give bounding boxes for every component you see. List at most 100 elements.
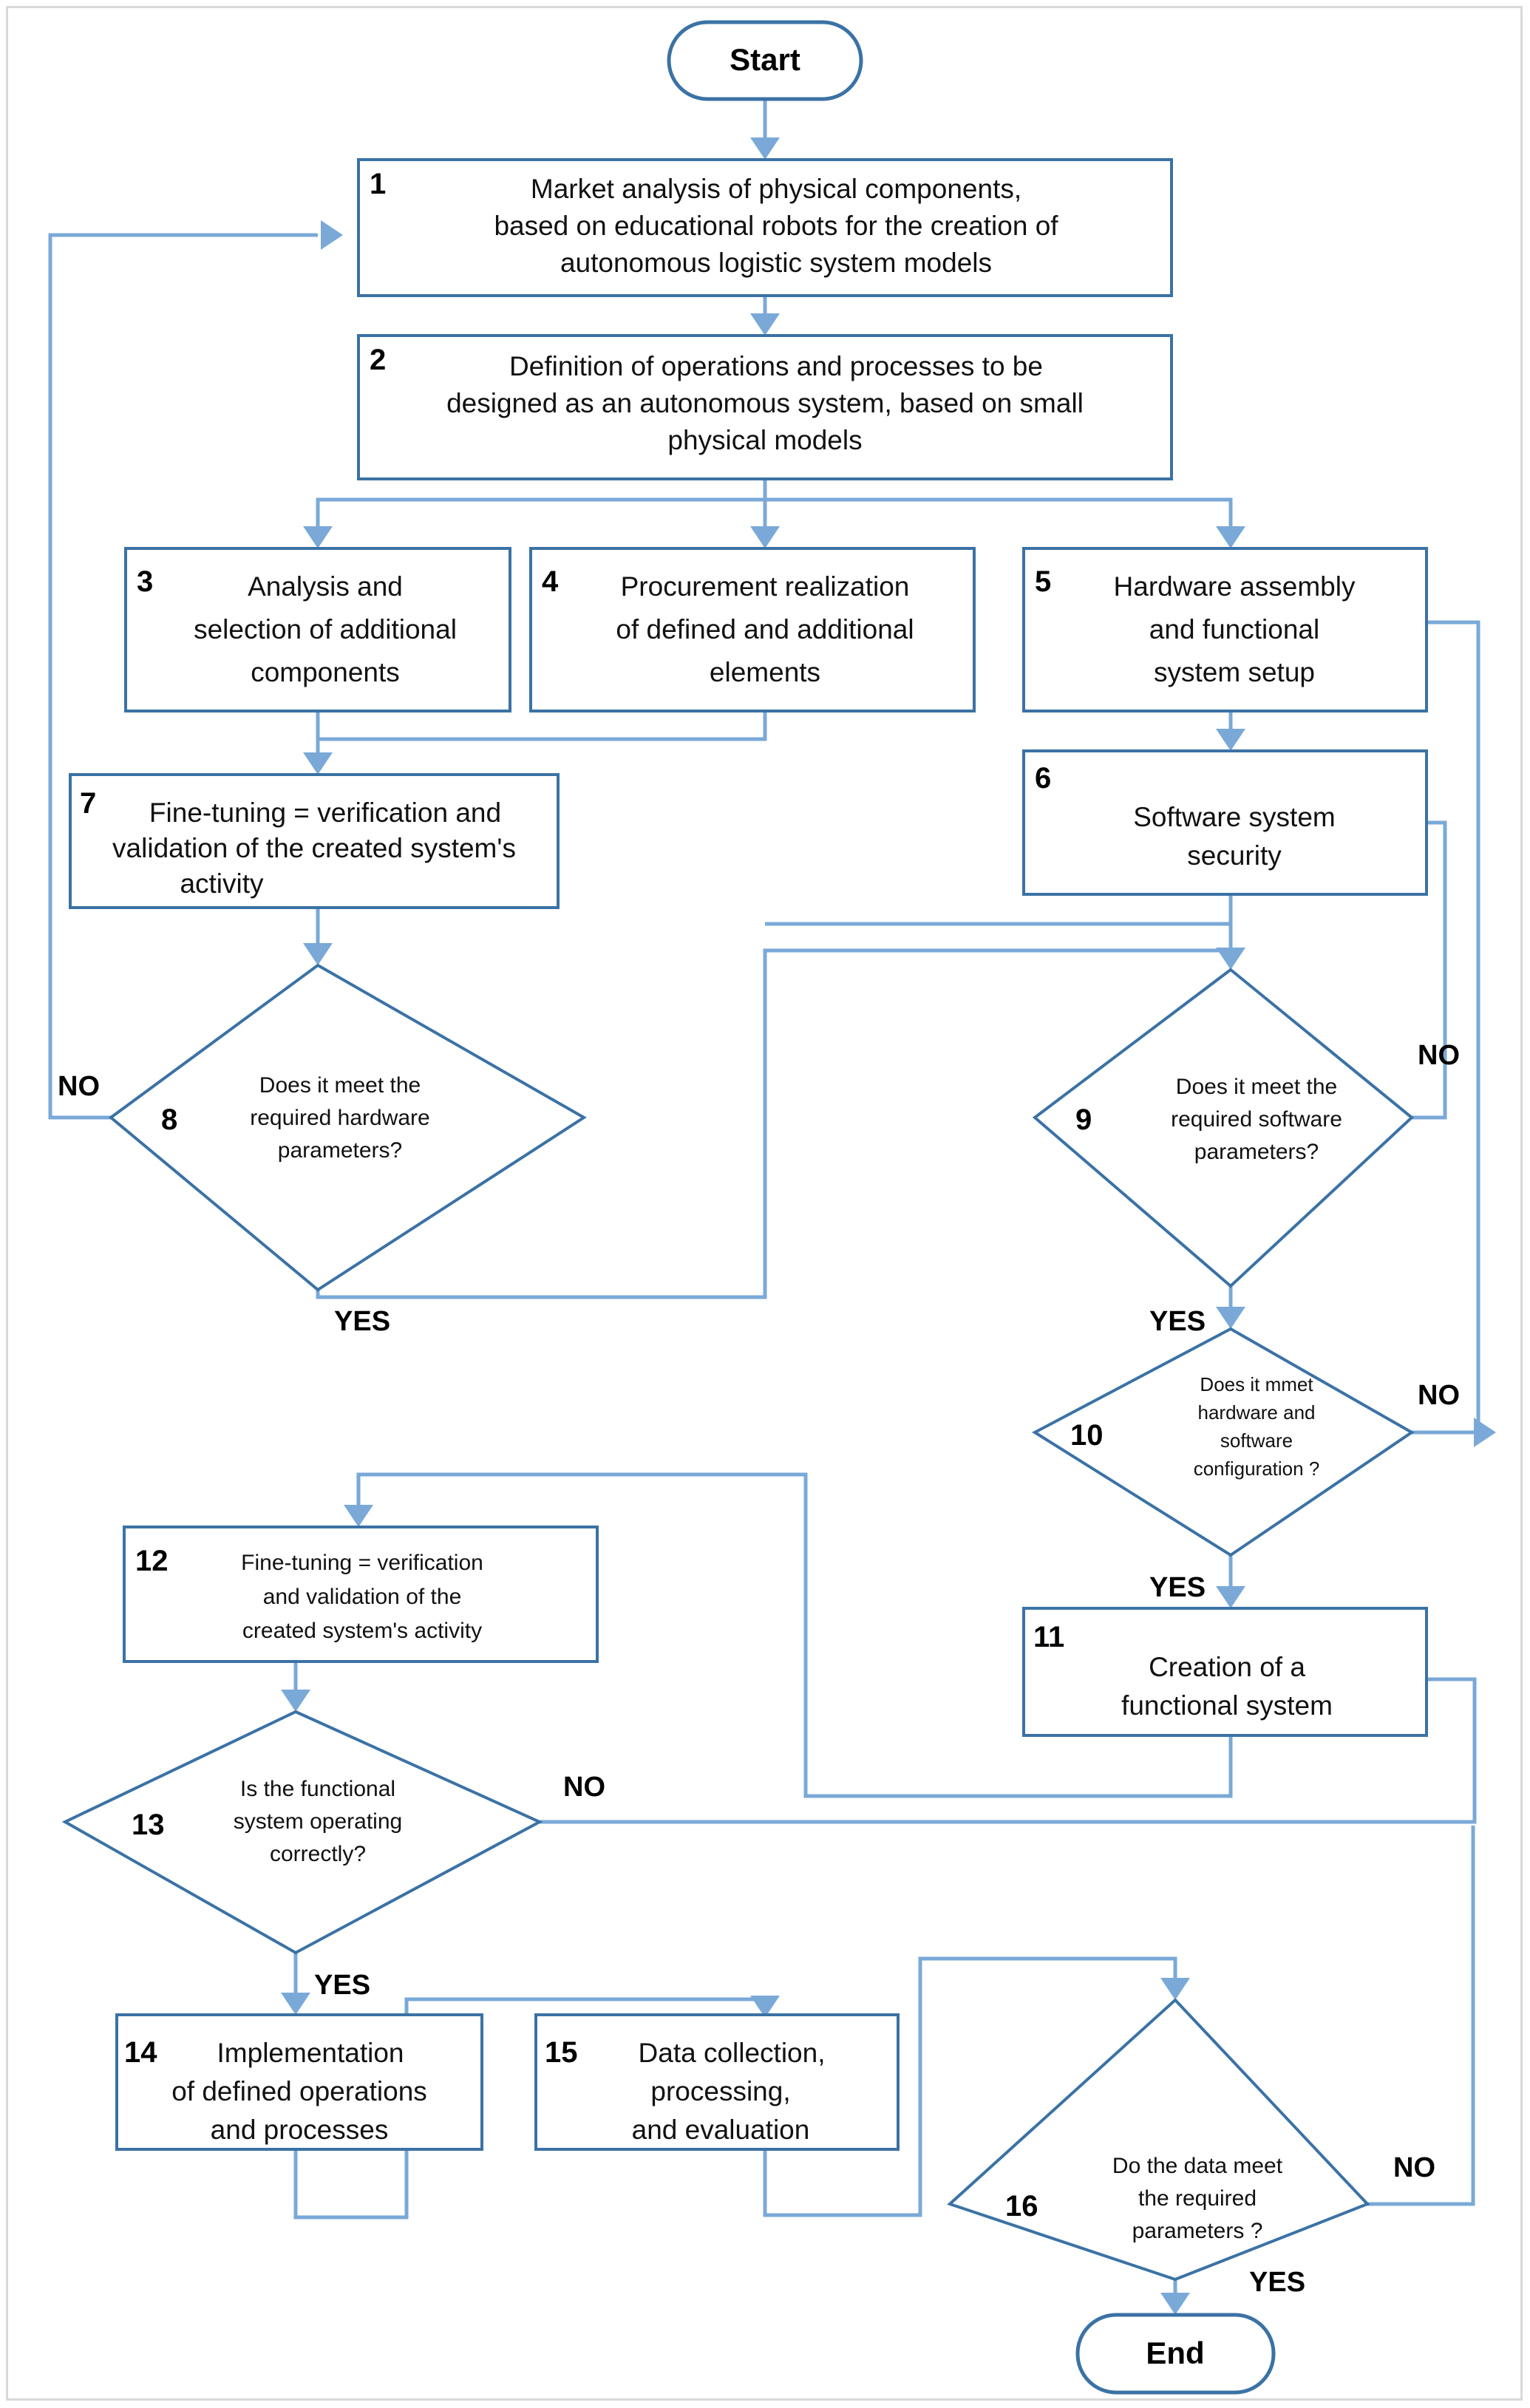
node-9-number: 9 — [1075, 1103, 1092, 1136]
node-16-no-label: NO — [1393, 2152, 1435, 2183]
edge-8-yes-to-9 — [316, 948, 1231, 1299]
node-1-line-3: autonomous logistic system models — [560, 248, 992, 278]
node-8-line-1: Does it meet the — [259, 1073, 421, 1098]
node-9-line-1: Does it meet the — [1176, 1075, 1337, 1099]
node-16-yes-label: YES — [1249, 2267, 1305, 2298]
node-12-number: 12 — [135, 1545, 169, 1577]
node-11[interactable]: 11 Creation of a functional system — [1022, 1607, 1428, 1737]
node-10-yes-label: YES — [1149, 1572, 1206, 1603]
edge-16-no — [1367, 1826, 1475, 2206]
edge-riser-to-5 — [1426, 620, 1480, 1432]
node-11-line-1: Creation of a — [1149, 1652, 1305, 1682]
arrowhead-7-to-8 — [303, 943, 333, 965]
node-15-line-3: and evaluation — [632, 2115, 810, 2145]
arrowhead-2-to-4 — [750, 526, 780, 548]
arrowhead-8-no-to-1 — [321, 220, 343, 250]
node-13-shape[interactable] — [61, 1710, 543, 1955]
node-4-line-1: Procurement realization — [621, 571, 910, 602]
node-8-line-2: required hardware — [250, 1106, 429, 1130]
node-9-yes-label: YES — [1149, 1306, 1206, 1337]
edge-9-no-to-6 — [1412, 820, 1447, 1120]
node-2-line-1: Definition of operations and processes t… — [509, 351, 1043, 381]
node-7[interactable]: 7 Fine-tuning = verification and validat… — [69, 773, 560, 909]
node-12-shape[interactable] — [123, 1526, 599, 1663]
node-3[interactable]: 3 Analysis and selection of additional c… — [124, 547, 511, 712]
end-terminal-shape[interactable] — [1075, 2313, 1276, 2395]
edge-6-to-9-bus — [765, 894, 1233, 926]
node-14[interactable]: 14 Implementation of defined operations … — [115, 2013, 483, 2151]
arrowhead-9-yes-to-10 — [1216, 1307, 1245, 1329]
arrowhead-10-yes-to-11 — [1216, 1586, 1245, 1608]
node-16-number: 16 — [1005, 2190, 1038, 2222]
node-15-line-1: Data collection, — [639, 2038, 826, 2068]
node-9[interactable]: 9 Does it meet the required software par… — [1032, 967, 1460, 1337]
node-13-line-3: correctly? — [270, 1842, 366, 1866]
node-3-number: 3 — [137, 565, 153, 598]
node-13-line-1: Is the functional — [240, 1777, 395, 1801]
node-10[interactable]: 10 Does it mmet hardware and software co… — [1031, 1327, 1460, 1603]
node-3-line-2: selection of additional — [194, 614, 457, 644]
node-6-shape[interactable] — [1022, 749, 1428, 896]
node-9-shape[interactable] — [1032, 967, 1415, 1288]
arrowhead-2-to-5 — [1216, 526, 1245, 548]
edge-8-no-to-1 — [48, 233, 318, 1120]
node-1-line-1: Market analysis of physical components, — [531, 174, 1021, 204]
node-11-shape[interactable] — [1022, 1607, 1428, 1737]
node-14-shape[interactable] — [115, 2013, 483, 2151]
node-6-line-1: Software system — [1133, 802, 1335, 832]
node-16-line-1: Do the data meet — [1112, 2154, 1283, 2178]
node-5-shape[interactable] — [1022, 547, 1428, 712]
node-end[interactable]: End — [1075, 2313, 1276, 2395]
node-13-line-2: system operating — [234, 1809, 402, 1834]
node-4[interactable]: 4 Procurement realization of defined and… — [529, 547, 976, 712]
node-8[interactable]: 8 Does it meet the required hardware par… — [58, 963, 587, 1337]
node-6[interactable]: 6 Software system security — [1022, 749, 1428, 896]
node-16[interactable]: 16 Do the data meet the required paramet… — [947, 1998, 1435, 2298]
node-2-shape[interactable] — [357, 334, 1173, 480]
node-1-shape[interactable] — [357, 158, 1173, 297]
node-10-line-1: Does it mmet — [1200, 1373, 1313, 1395]
node-13-no-label: NO — [563, 1772, 605, 1803]
edge-2-to-5 — [765, 497, 1233, 529]
node-12[interactable]: 12 Fine-tuning = verification and valida… — [123, 1526, 599, 1663]
node-2[interactable]: 2 Definition of operations and processes… — [357, 334, 1173, 480]
node-4-shape[interactable] — [529, 547, 976, 712]
node-4-line-2: of defined and additional — [616, 614, 914, 644]
node-10-shape[interactable] — [1031, 1327, 1415, 1557]
node-5-line-2: and functional — [1149, 614, 1319, 644]
node-9-no-label: NO — [1418, 1040, 1460, 1071]
node-16-shape[interactable] — [947, 1998, 1370, 2282]
node-14-line-2: of defined operations — [171, 2076, 427, 2106]
node-13-yes-label: YES — [314, 1970, 370, 2001]
node-3-line-3: components — [251, 657, 400, 687]
node-14-number: 14 — [124, 2036, 157, 2069]
node-2-line-3: physical models — [667, 425, 862, 455]
node-15-shape[interactable] — [534, 2013, 900, 2151]
arrowhead-14-to-15 — [750, 1996, 780, 2018]
node-8-shape[interactable] — [108, 963, 587, 1292]
arrowhead-1-to-2 — [750, 313, 780, 336]
node-15[interactable]: 15 Data collection, processing, and eval… — [534, 2013, 900, 2151]
node-10-line-3: software — [1220, 1429, 1293, 1452]
node-13[interactable]: 13 Is the functional system operating co… — [61, 1710, 605, 2001]
node-7-shape[interactable] — [69, 773, 560, 909]
node-15-line-2: processing, — [650, 2076, 790, 2106]
node-3-shape[interactable] — [124, 547, 511, 712]
node-start[interactable]: Start — [667, 20, 863, 101]
node-13-number: 13 — [132, 1809, 165, 1841]
node-1-line-2: based on educational robots for the crea… — [494, 211, 1058, 241]
node-4-number: 4 — [542, 565, 559, 598]
node-1[interactable]: 1 Market analysis of physical components… — [357, 158, 1173, 297]
start-terminal-shape[interactable] — [667, 20, 863, 101]
arrowhead-5-to-6 — [1216, 729, 1245, 751]
node-10-line-2: hardware and — [1198, 1401, 1316, 1424]
arrowhead-13-yes-to-14 — [281, 1993, 310, 2015]
node-5[interactable]: 5 Hardware assembly and functional syste… — [1022, 547, 1428, 712]
node-16-line-2: the required — [1138, 2186, 1257, 2211]
node-7-number: 7 — [80, 787, 96, 820]
node-8-no-label: NO — [58, 1071, 100, 1102]
edge-11-to-12 — [356, 1472, 1233, 1798]
node-4-line-3: elements — [710, 657, 820, 687]
